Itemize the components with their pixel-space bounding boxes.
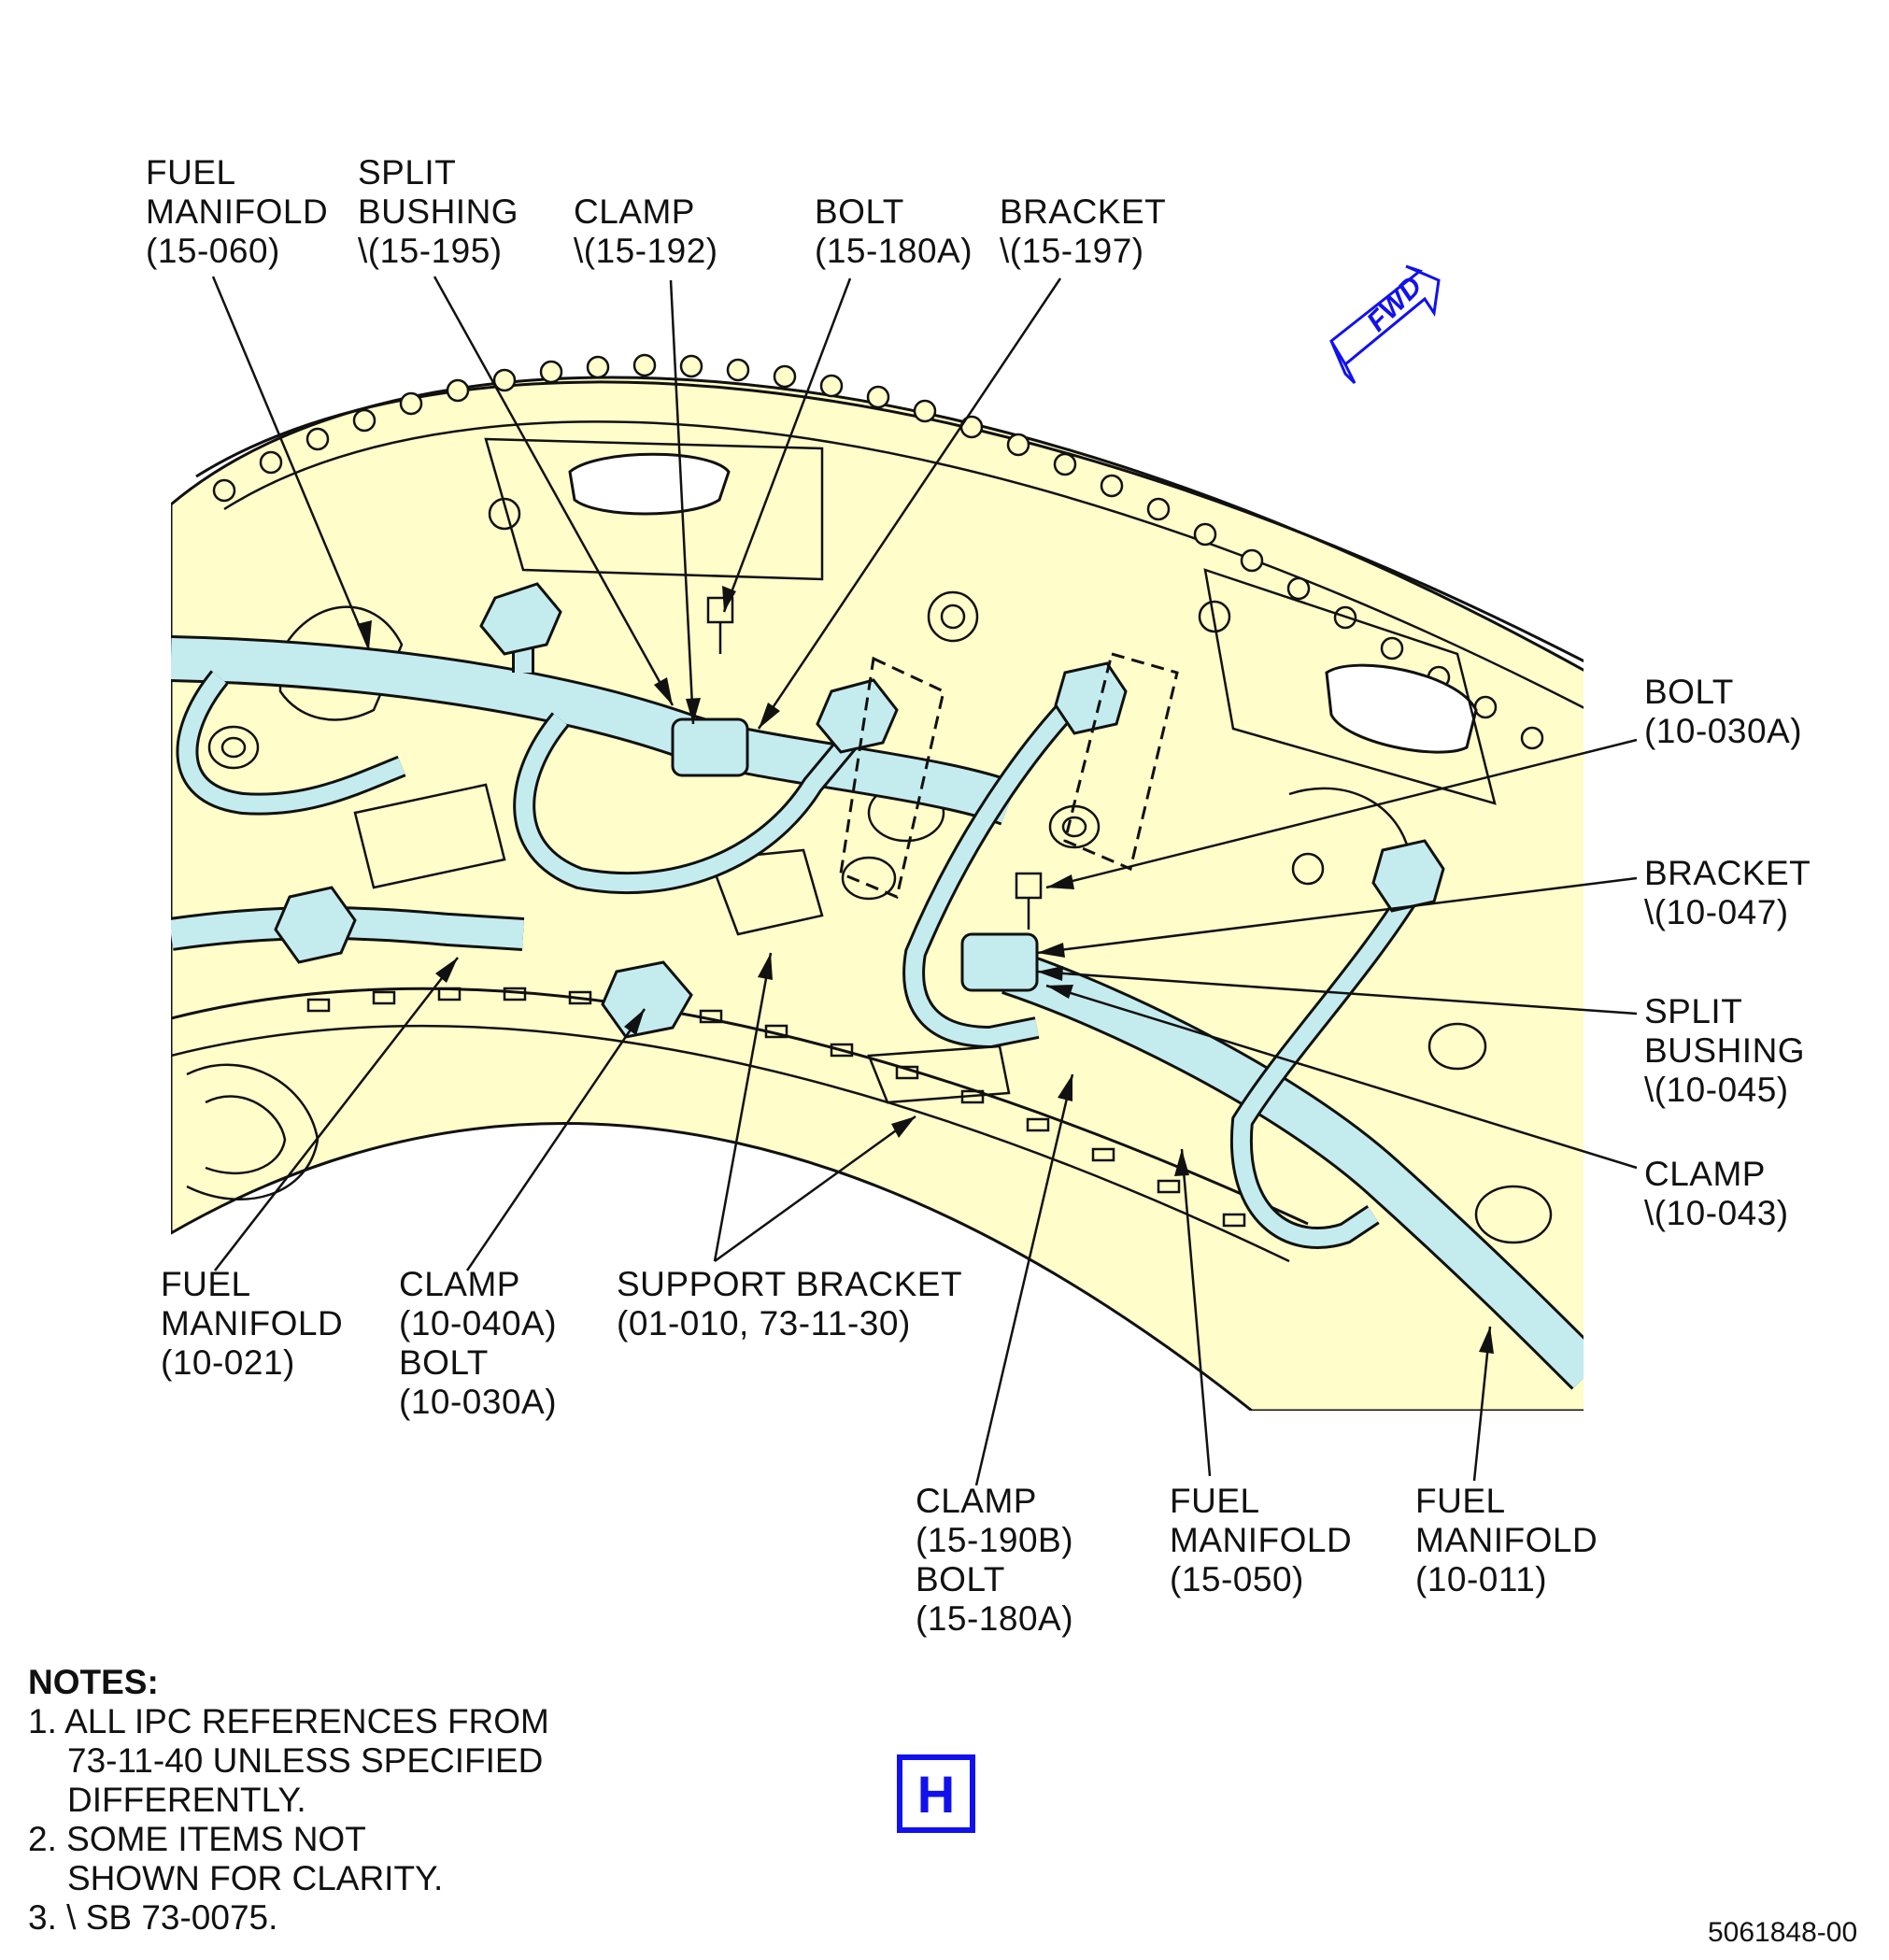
label-support-bracket: SUPPORT BRACKET (01-010, 73-11-30)	[617, 1265, 963, 1342]
leader-arrowheads	[357, 586, 1494, 1354]
label-bracket-15-197: BRACKET \(15-197)	[1000, 192, 1167, 270]
label-clamp-bolt-10-040a: CLAMP (10-040A) BOLT (10-030A)	[399, 1265, 558, 1421]
note-line: 1. ALL IPC REFERENCES FROM	[28, 1702, 549, 1740]
label-clamp-10-043: CLAMP \(10-043)	[1644, 1155, 1789, 1232]
note-line: 2. SOME ITEMS NOT	[28, 1820, 366, 1858]
note-line: SHOWN FOR CLARITY.	[67, 1859, 444, 1897]
label-bolt-10-030a: BOLT (10-030A)	[1644, 673, 1803, 750]
notes-title: NOTES:	[28, 1663, 159, 1701]
label-fuel-manifold-10-011: FUEL MANIFOLD (10-011)	[1415, 1482, 1598, 1598]
forward-arrow-icon	[1329, 264, 1441, 385]
label-fuel-manifold-15-060: FUEL MANIFOLD (15-060)	[146, 153, 329, 270]
label-fuel-manifold-10-021: FUEL MANIFOLD (10-021)	[161, 1265, 344, 1382]
label-split-bushing-15-195: SPLIT BUSHING \(15-195)	[358, 153, 519, 270]
notes-block: NOTES: 1. ALL IPC REFERENCES FROM 73-11-…	[28, 1663, 549, 1938]
figure-number: 5061848-00	[1708, 1917, 1858, 1948]
note-line: 73-11-40 UNLESS SPECIFIED	[67, 1741, 544, 1780]
combustor-case	[171, 376, 1584, 1411]
fuel-manifold-tubes	[171, 607, 1584, 1390]
leader-lines	[211, 276, 1638, 1486]
label-bolt-15-180a: BOLT (15-180A)	[815, 192, 973, 270]
tube-fittings	[274, 582, 1445, 1039]
label-split-bushing-10-045: SPLIT BUSHING \(10-045)	[1644, 992, 1806, 1109]
note-line: DIFFERENTLY.	[67, 1781, 306, 1819]
combustor-case-structure	[171, 353, 1584, 1411]
view-identifier-box: H	[897, 1754, 975, 1833]
label-bracket-10-047: BRACKET \(10-047)	[1644, 854, 1811, 931]
label-clamp-15-192: CLAMP \(15-192)	[574, 192, 718, 270]
view-letter: H	[916, 1764, 956, 1824]
note-line: 3. \ SB 73-0075.	[28, 1898, 278, 1937]
label-fuel-manifold-15-050: FUEL MANIFOLD (15-050)	[1170, 1482, 1353, 1598]
label-clamp-bolt-15-190b: CLAMP (15-190B) BOLT (15-180A)	[916, 1482, 1074, 1638]
